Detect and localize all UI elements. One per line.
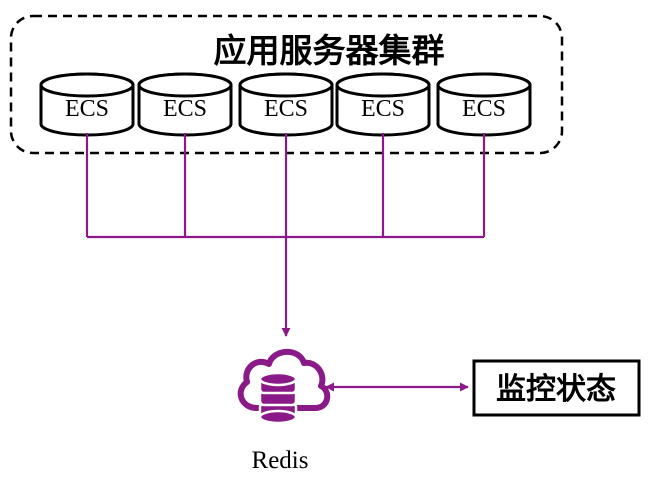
- ecs-node: ECS: [238, 72, 334, 137]
- ecs-node: ECS: [335, 72, 431, 137]
- ecs-label: ECS: [361, 96, 405, 122]
- redis-label: Redis: [252, 447, 309, 474]
- ecs-label: ECS: [65, 96, 109, 122]
- ecs-cylinder-top: [335, 72, 431, 98]
- ecs-label: ECS: [264, 96, 308, 122]
- ecs-cylinder-top: [137, 72, 233, 98]
- monitor-status-label: 监控状态: [496, 372, 616, 407]
- ecs-cylinder-top: [238, 72, 334, 98]
- cloud-outline: [237, 348, 331, 411]
- ecs-node-group: ECS ECS ECS ECS ECS: [39, 72, 532, 137]
- ecs-node: ECS: [39, 72, 135, 137]
- ecs-label: ECS: [163, 96, 207, 122]
- cloud-database-icon: [237, 348, 331, 425]
- ecs-node: ECS: [436, 72, 532, 137]
- ecs-cylinder-top: [39, 72, 135, 98]
- ecs-node: ECS: [137, 72, 233, 137]
- database-stack: [258, 371, 298, 425]
- connector-group: [85, 133, 486, 392]
- ecs-cylinder-top: [436, 72, 532, 98]
- cluster-title: 应用服务器集群: [214, 31, 445, 70]
- ecs-label: ECS: [462, 96, 506, 122]
- monitor-status-box: [472, 359, 641, 417]
